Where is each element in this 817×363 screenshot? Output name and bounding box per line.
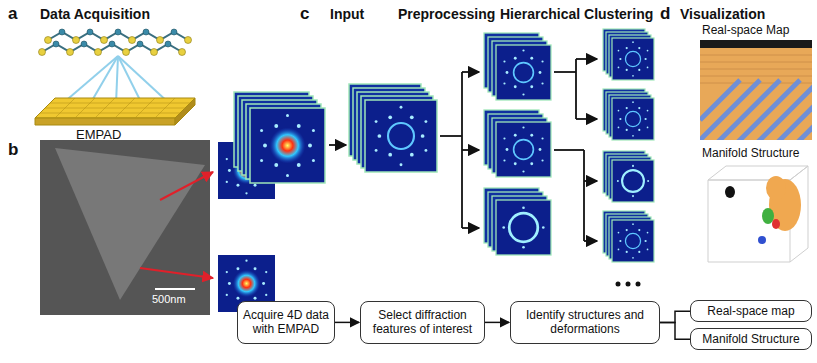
flow-connector: [335, 322, 359, 324]
real-space-map: [700, 40, 812, 140]
box-text: Acquire 4D data with EMPAD: [242, 308, 330, 337]
cluster-arrows: [440, 72, 479, 228]
process-box: Identify structures and deformations: [510, 301, 660, 344]
ellipsis-dots: [616, 282, 641, 287]
step-title: Hierarchical Clustering: [500, 6, 653, 22]
box-text: Real-space map: [695, 304, 807, 318]
flow-connector: [660, 311, 690, 322]
beam-lines: [62, 56, 170, 104]
flow-connector: [660, 322, 690, 339]
process-box: Acquire 4D data with EMPAD: [237, 301, 335, 344]
box-text: Identify structures and deformations: [515, 308, 655, 337]
box-text: Manifold Structure: [695, 332, 807, 346]
sem-image: [40, 140, 213, 315]
panel-title: Visualization: [680, 6, 765, 22]
flow-connector: [485, 322, 509, 324]
figure-caption: Manifold Structure: [702, 147, 799, 161]
diffraction-pattern: [365, 100, 437, 172]
detector: [35, 98, 195, 125]
panel-title: Data Acquisition: [40, 6, 150, 22]
step-title: Preprocessing: [398, 6, 495, 22]
box-text: Select diffraction features of interest: [365, 308, 480, 337]
step-title: Input: [330, 6, 364, 22]
crystal-lattice: [39, 29, 192, 56]
manifold-plot: [708, 166, 808, 262]
cluster-arrows: [554, 59, 597, 241]
panel-label: c: [300, 4, 309, 24]
flow-arrow: [329, 144, 346, 146]
panel-label: a: [8, 4, 17, 24]
scale-bar-label: 500nm: [152, 293, 186, 306]
panel-label: d: [660, 4, 670, 24]
process-box: Manifold Structure: [690, 328, 812, 350]
diffraction-pattern: [250, 108, 325, 183]
panel-label: b: [8, 140, 18, 160]
detector-label: EMPAD: [76, 128, 121, 143]
process-box: Select diffraction features of interest: [360, 301, 485, 344]
process-box: Real-space map: [690, 300, 812, 322]
figure-caption: Real-space Map: [702, 24, 789, 38]
